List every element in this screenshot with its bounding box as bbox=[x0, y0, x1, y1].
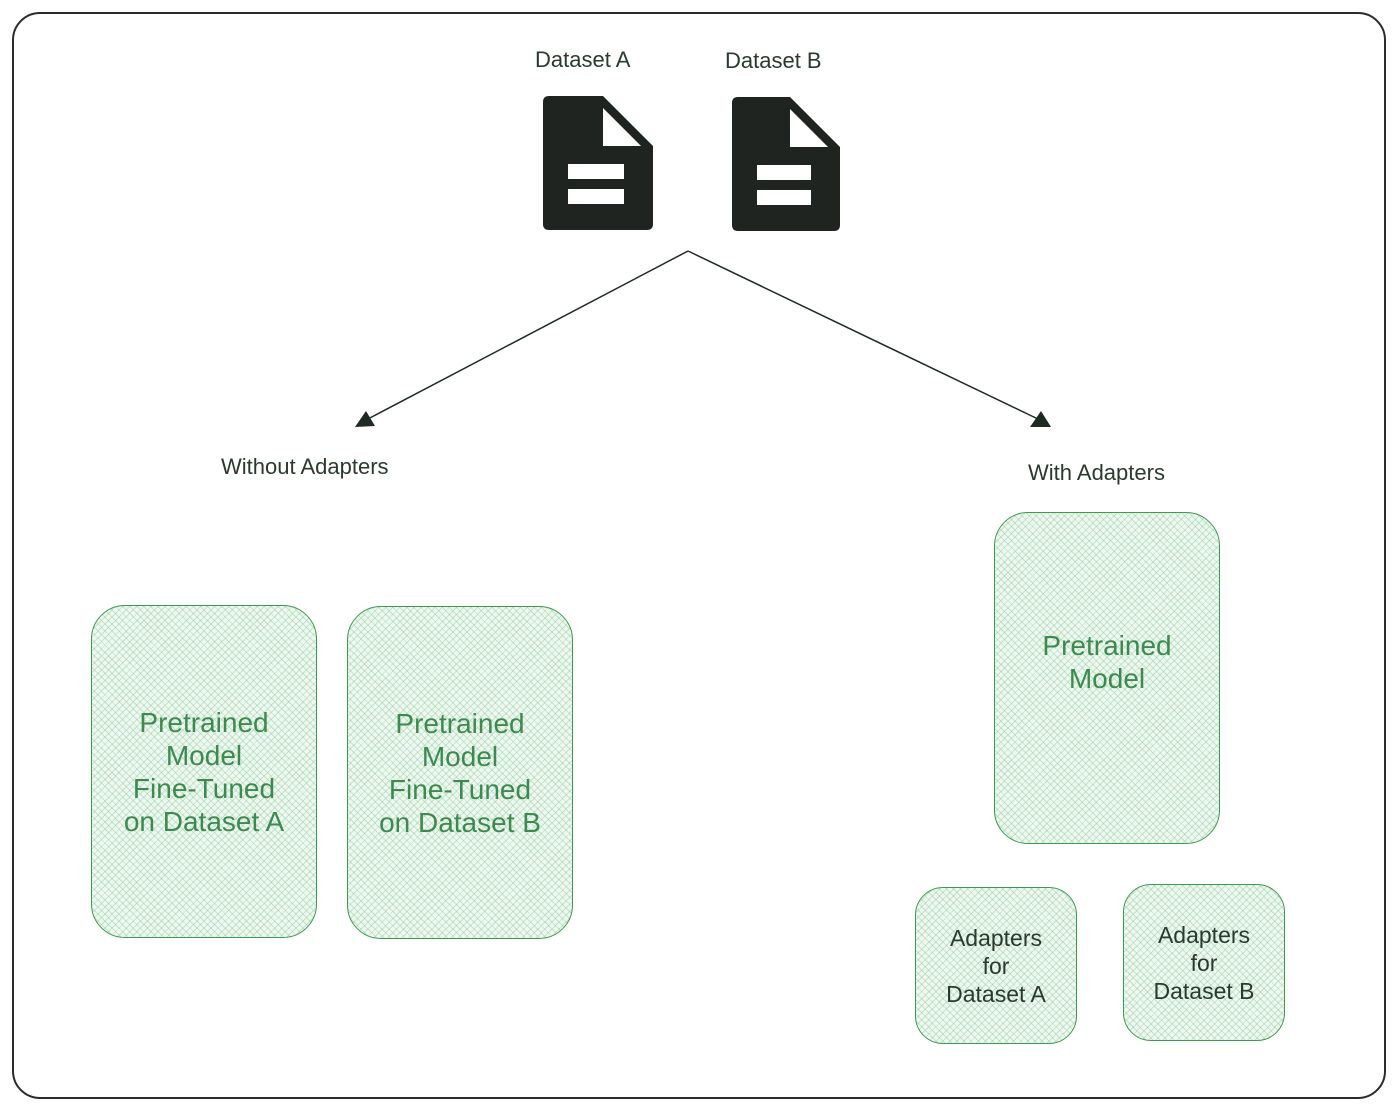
file-document-icon bbox=[543, 96, 653, 230]
finetuned-model-b-text: Pretrained Model Fine-Tuned on Dataset B bbox=[379, 707, 541, 838]
connector-line-right bbox=[687, 250, 1041, 421]
connector-line-left bbox=[365, 250, 689, 421]
dataset-a-label: Dataset A bbox=[535, 47, 631, 72]
without-adapters-label: Without Adapters bbox=[221, 454, 389, 479]
adapters-b-text: Adapters for Dataset B bbox=[1153, 921, 1255, 1004]
adapters-b-box: Adapters for Dataset B bbox=[1123, 884, 1285, 1041]
dataset-b-label: Dataset B bbox=[725, 48, 822, 73]
arrowhead-left-icon bbox=[355, 411, 375, 427]
pretrained-model-box: Pretrained Model bbox=[994, 512, 1220, 844]
finetuned-model-b-box: Pretrained Model Fine-Tuned on Dataset B bbox=[347, 606, 573, 939]
diagram-frame bbox=[12, 12, 1386, 1099]
arrowhead-right-icon bbox=[1030, 411, 1051, 427]
adapters-a-box: Adapters for Dataset A bbox=[915, 887, 1077, 1044]
finetuned-model-a-box: Pretrained Model Fine-Tuned on Dataset A bbox=[91, 605, 317, 938]
file-document-icon bbox=[732, 97, 840, 231]
pretrained-model-text: Pretrained Model bbox=[1042, 630, 1172, 694]
adapters-a-text: Adapters for Dataset A bbox=[946, 924, 1046, 1007]
finetuned-model-a-text: Pretrained Model Fine-Tuned on Dataset A bbox=[123, 706, 285, 837]
with-adapters-label: With Adapters bbox=[1028, 460, 1165, 485]
